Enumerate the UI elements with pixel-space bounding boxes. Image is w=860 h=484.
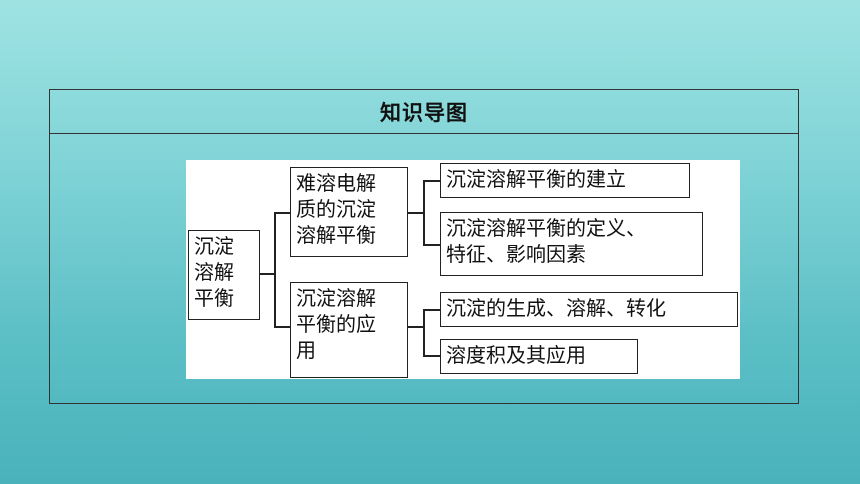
connector-branch-2	[274, 326, 290, 328]
connector-b1-c1	[423, 180, 440, 182]
connector-b1-vertical	[423, 180, 425, 246]
connector-b2-c2	[423, 355, 440, 357]
leaf-node-1-2: 沉淀溶解平衡的定义、 特征、影响因素	[440, 212, 703, 276]
connector-b2-out	[408, 326, 424, 328]
connector-b2-c1	[423, 309, 440, 311]
branch-node-2: 沉淀溶解 平衡的应 用	[290, 282, 408, 378]
knowledge-map-frame: 知识导图	[49, 89, 799, 404]
connector-b1-c2	[423, 244, 440, 246]
leaf-node-1-1: 沉淀溶解平衡的建立	[440, 163, 690, 198]
connector-b2-vertical	[423, 309, 425, 356]
page-title: 知识导图	[380, 100, 468, 125]
leaf-node-2-1: 沉淀的生成、溶解、转化	[440, 292, 738, 327]
frame-header: 知识导图	[50, 90, 798, 134]
leaf-node-2-2: 溶度积及其应用	[440, 339, 638, 374]
branch-node-1: 难溶电解 质的沉淀 溶解平衡	[290, 167, 408, 257]
connector-root-vertical	[274, 212, 276, 328]
root-node: 沉淀 溶解 平衡	[188, 230, 260, 320]
connector-b1-out	[408, 212, 424, 214]
mind-map: 沉淀 溶解 平衡 难溶电解 质的沉淀 溶解平衡 沉淀溶解平衡的建立 沉淀溶解平衡…	[186, 160, 740, 379]
connector-branch-1	[274, 212, 290, 214]
connector-root-out	[260, 273, 275, 275]
